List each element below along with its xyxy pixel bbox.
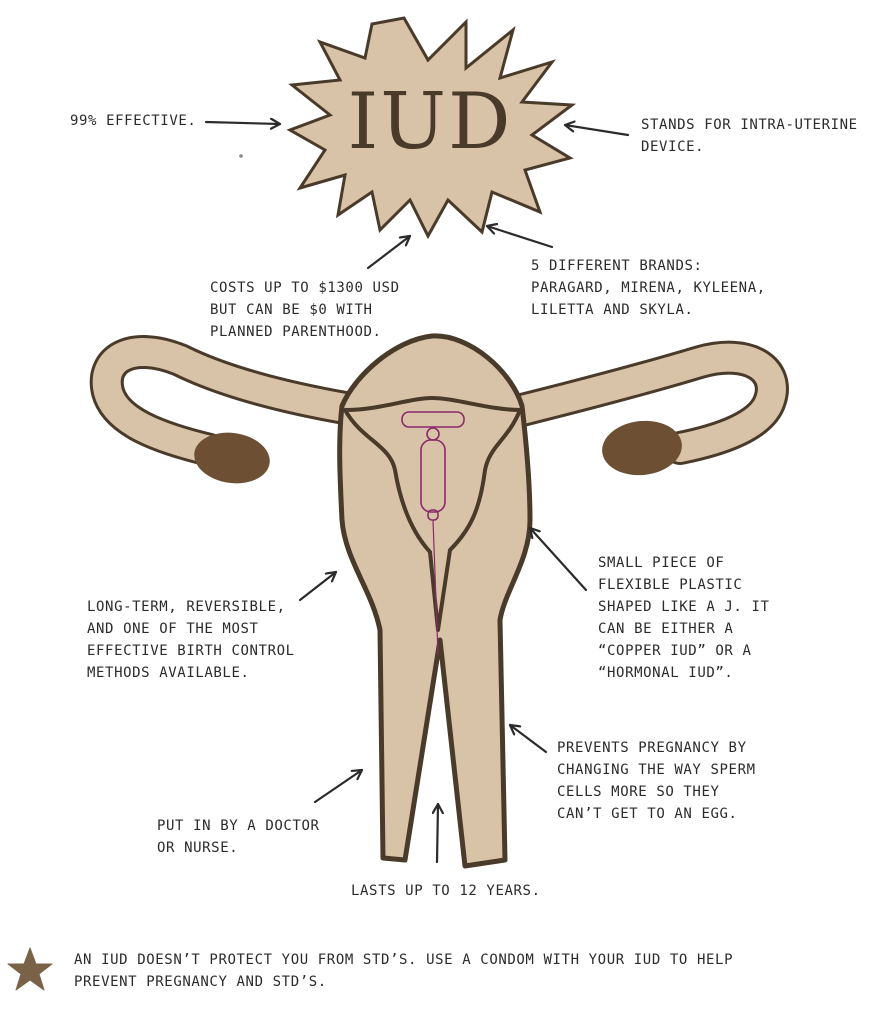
label-effective: 99% EFFECTIVE. [70, 113, 197, 129]
label-lasts: LASTS UP TO 12 YEARS. [351, 883, 541, 899]
arrow-icon [298, 570, 338, 602]
arrow-icon [485, 226, 554, 249]
arrow-icon [437, 802, 438, 864]
arrow-icon [204, 122, 282, 124]
label-put-in: PUT IN BY A DOCTOR OR NURSE. [157, 818, 320, 856]
footer-note: AN IUD DOESN’T PROTECT YOU FROM STD’S. U… [74, 952, 734, 990]
label-small-piece: SMALL PIECE OF FLEXIBLE PLASTIC SHAPED L… [598, 555, 770, 681]
arrow-icon [366, 234, 412, 270]
star-icon [7, 947, 53, 991]
left-ovary [194, 432, 270, 484]
label-long-term: LONG-TERM, REVERSIBLE, AND ONE OF THE MO… [87, 599, 295, 681]
left-fallopian-tube [89, 335, 362, 467]
right-ovary [602, 420, 682, 476]
label-stands-for: STANDS FOR INTRA-UTERINE DEVICE. [641, 117, 858, 155]
starburst-shape [286, 16, 577, 240]
label-prevents: PREVENTS PREGNANCY BY CHANGING THE WAY S… [557, 740, 756, 822]
arrows [204, 122, 630, 864]
right-fallopian-tube [505, 340, 789, 465]
title-text: IUD [347, 77, 512, 167]
label-brands: 5 DIFFERENT BRANDS: PARAGARD, MIRENA, KY… [531, 258, 766, 318]
arrow-icon [508, 723, 548, 754]
arrow-icon [528, 526, 588, 592]
uterine-cavity [343, 396, 522, 632]
label-cost: COSTS UP TO $1300 USD BUT CAN BE $0 WITH… [210, 280, 400, 340]
arrow-icon [313, 768, 364, 804]
arrow-icon [563, 125, 630, 137]
iud-device [401, 411, 465, 656]
